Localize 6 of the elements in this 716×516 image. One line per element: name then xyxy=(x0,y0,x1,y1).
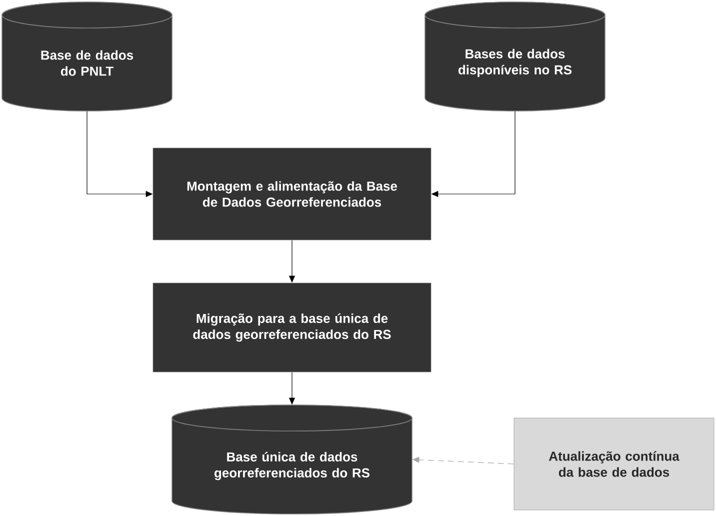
database-cylinder: Base única de dados georreferenciados do RS xyxy=(172,404,412,514)
process-box: Atualização contínua da base de dados xyxy=(514,418,714,510)
database-cylinder: Bases de dados disponíveis no RS xyxy=(424,2,606,112)
process-box: Montagem e alimentação da Base de Dados Georreferenciados xyxy=(152,148,432,240)
process-box: Migração para a base única de dados georreferenciados do RS xyxy=(152,282,432,372)
database-cylinder: Base de dados do PNLT xyxy=(2,2,172,112)
